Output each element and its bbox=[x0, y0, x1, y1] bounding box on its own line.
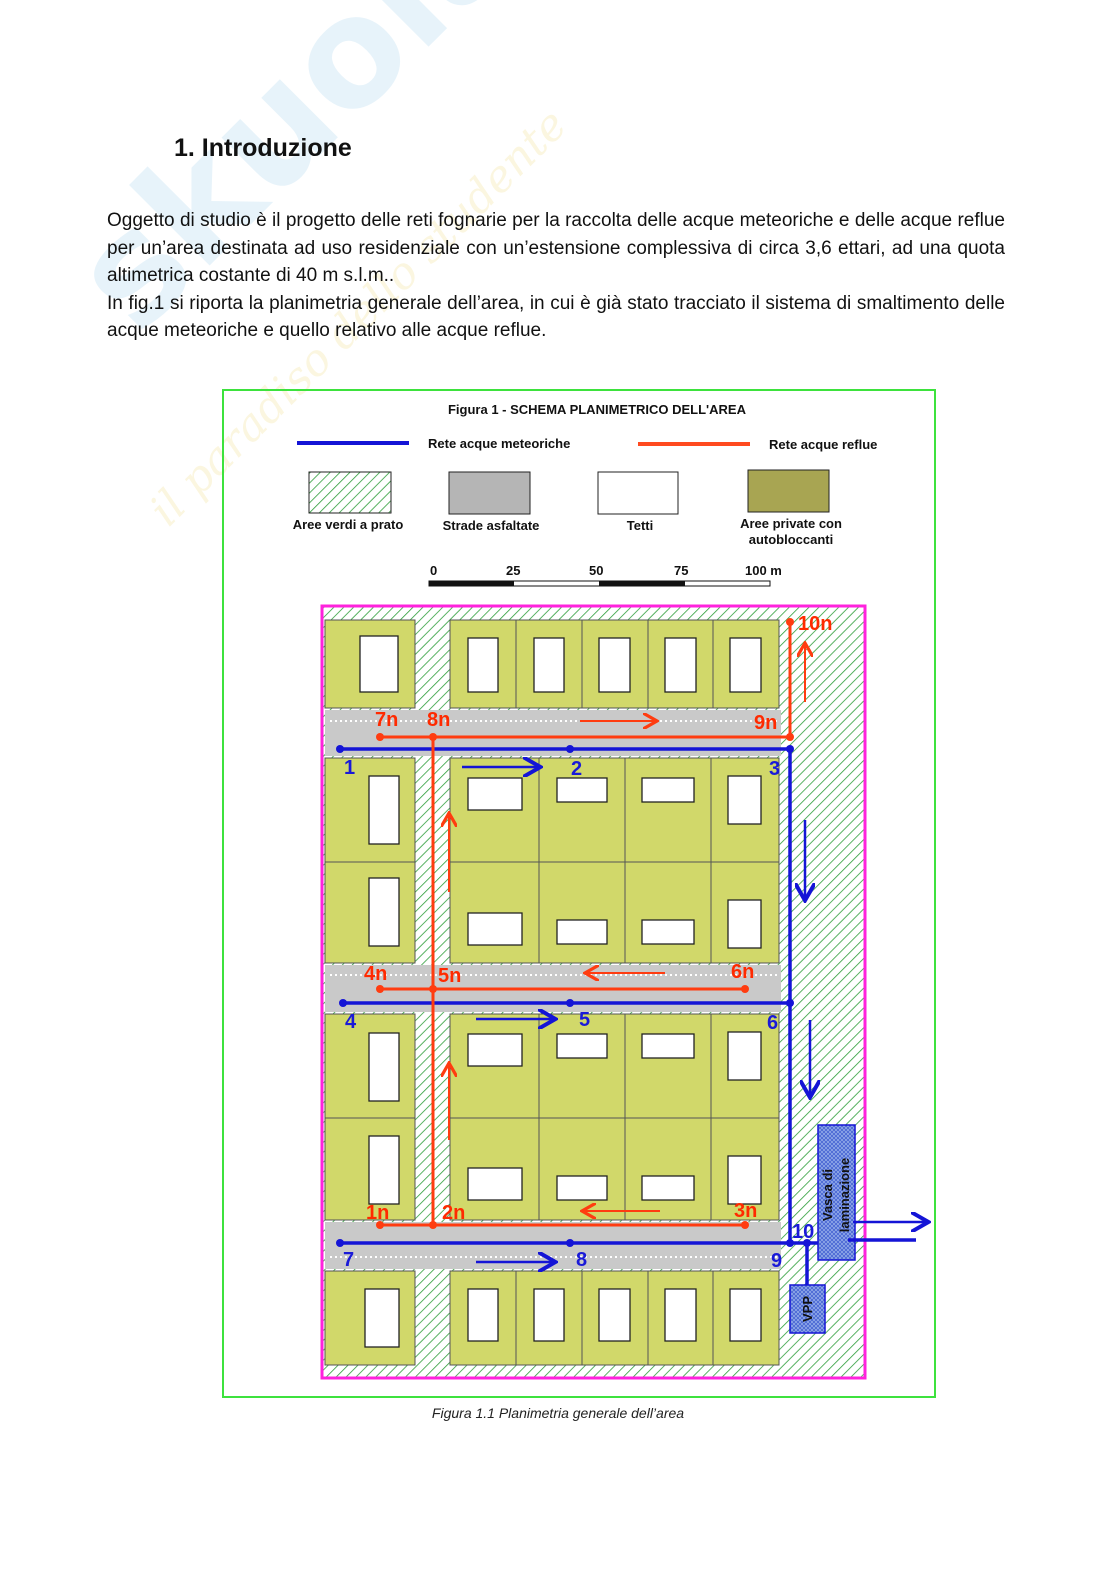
scale-tick: 25 bbox=[506, 563, 520, 578]
legend-roads-swatch bbox=[448, 471, 531, 515]
legend-green-swatch bbox=[308, 471, 392, 514]
site-plan-figure: Figura 1 - SCHEMA PLANIMETRICO DELL'AREA… bbox=[293, 402, 938, 1380]
legend-storm-label: Rete acque meteoriche bbox=[428, 436, 570, 451]
intro-text: Oggetto di studio è il progetto delle re… bbox=[107, 207, 1005, 345]
site-map: Vasca di laminazione VPP bbox=[320, 604, 926, 1380]
figure-caption: Figura 1.1 Planimetria generale dell’are… bbox=[431, 1405, 685, 1421]
legend-private-label: autobloccanti bbox=[749, 532, 834, 547]
legend-sewage-line bbox=[638, 442, 750, 446]
legend-storm-line bbox=[297, 441, 409, 445]
scale-bar: 0 25 50 75 100 m bbox=[428, 563, 782, 587]
storm-flow-arrows bbox=[462, 767, 926, 1262]
sewage-node-label: 7n bbox=[375, 709, 398, 731]
storm-node-label: 3 bbox=[769, 758, 780, 780]
detention-basin bbox=[817, 1124, 856, 1261]
sewage-flow-arrows bbox=[449, 645, 805, 1211]
figure-title: Figura 1 - SCHEMA PLANIMETRICO DELL'AREA bbox=[448, 402, 747, 417]
vpp-label: VPP bbox=[800, 1296, 815, 1322]
storm-node-label: 4 bbox=[345, 1011, 357, 1033]
legend-roads-label: Strade asfaltate bbox=[443, 518, 540, 533]
storm-node-label: 6 bbox=[767, 1012, 778, 1034]
basin-label: laminazione bbox=[837, 1158, 852, 1232]
scale-tick: 50 bbox=[589, 563, 603, 578]
figure-frame bbox=[222, 389, 936, 1398]
sewage-node-label: 4n bbox=[364, 963, 387, 985]
sewage-node-label: 2n bbox=[442, 1202, 465, 1224]
basin-label: Vasca di bbox=[820, 1169, 835, 1221]
storm-node-label: 9 bbox=[771, 1250, 782, 1272]
section-heading: 1. Introduzione bbox=[174, 134, 352, 162]
roofs bbox=[359, 635, 762, 1348]
storm-node-label: 1 bbox=[344, 757, 355, 779]
scale-tick: 0 bbox=[430, 563, 437, 578]
storm-node-label: 10 bbox=[792, 1221, 814, 1243]
sewage-node-label: 8n bbox=[427, 709, 450, 731]
paragraph: In fig.1 si riporta la planimetria gener… bbox=[107, 292, 1005, 342]
legend-private-label: Aree private con bbox=[740, 516, 842, 531]
legend-green-label: Aree verdi a prato bbox=[293, 517, 404, 532]
legend-roofs-swatch bbox=[597, 471, 679, 515]
paragraph: Oggetto di studio è il progetto delle re… bbox=[107, 210, 1005, 286]
legend-private-swatch bbox=[747, 469, 830, 513]
legend-sewage-label: Rete acque reflue bbox=[769, 437, 877, 452]
sewage-network bbox=[380, 622, 792, 1227]
sewage-node-label: 9n bbox=[754, 712, 777, 734]
scale-tick: 100 m bbox=[745, 563, 782, 578]
storm-node-label: 7 bbox=[343, 1249, 354, 1271]
storm-node-label: 2 bbox=[571, 758, 582, 780]
sewage-node-label: 6n bbox=[731, 961, 754, 983]
scale-tick: 75 bbox=[674, 563, 688, 578]
storm-node-label: 5 bbox=[579, 1009, 590, 1031]
sewage-node-label: 3n bbox=[734, 1200, 757, 1222]
sewage-node-label: 10n bbox=[798, 613, 832, 635]
sewage-node-label: 1n bbox=[366, 1202, 389, 1224]
legend-roofs-label: Tetti bbox=[627, 518, 653, 533]
sewage-node-label: 5n bbox=[438, 965, 461, 987]
storm-node-label: 8 bbox=[576, 1249, 587, 1271]
